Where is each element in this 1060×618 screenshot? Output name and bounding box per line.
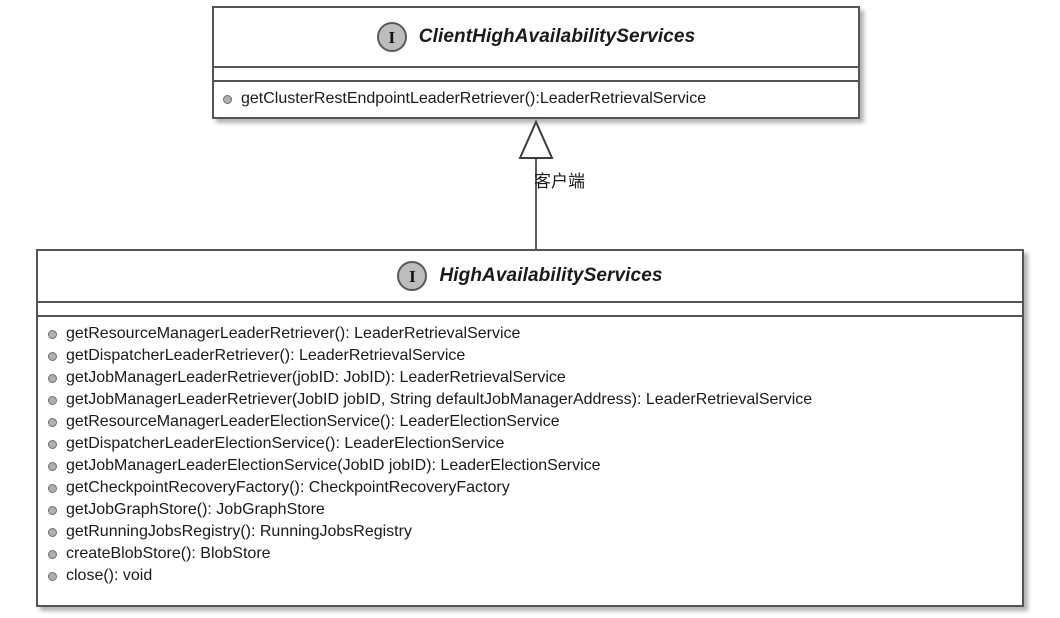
class-name: HighAvailabilityServices	[439, 265, 663, 286]
visibility-package-icon	[48, 527, 57, 537]
attributes-compartment	[214, 68, 858, 80]
methods-compartment: getResourceManagerLeaderRetriever(): Lea…	[38, 317, 1022, 593]
method-row[interactable]: getJobManagerLeaderElectionService(JobID…	[38, 455, 1022, 477]
uml-class-high-availability-services[interactable]: I HighAvailabilityServices getResourceMa…	[36, 249, 1024, 607]
method-label: getJobGraphStore(): JobGraphStore	[66, 501, 325, 518]
method-row[interactable]: getJobManagerLeaderRetriever(jobID: JobI…	[38, 367, 1022, 389]
method-label: getCheckpointRecoveryFactory(): Checkpoi…	[66, 479, 510, 496]
method-row[interactable]: getJobManagerLeaderRetriever(JobID jobID…	[38, 389, 1022, 411]
visibility-package-icon	[48, 395, 57, 405]
method-row[interactable]: getCheckpointRecoveryFactory(): Checkpoi…	[38, 477, 1022, 499]
visibility-package-icon	[48, 505, 57, 515]
method-label: getClusterRestEndpointLeaderRetriever():…	[241, 90, 707, 107]
visibility-package-icon	[48, 461, 57, 471]
method-label: getJobManagerLeaderRetriever(jobID: JobI…	[66, 369, 566, 386]
method-row[interactable]: getDispatcherLeaderElectionService(): Le…	[38, 433, 1022, 455]
method-label: getRunningJobsRegistry(): RunningJobsReg…	[66, 523, 412, 540]
visibility-package-icon	[223, 94, 232, 104]
method-row[interactable]: getResourceManagerLeaderElectionService(…	[38, 411, 1022, 433]
method-label: getDispatcherLeaderRetriever(): LeaderRe…	[66, 347, 466, 364]
hollow-triangle-arrowhead	[518, 119, 554, 159]
header-attributes-divider	[214, 66, 858, 68]
class-name: ClientHighAvailabilityServices	[418, 26, 696, 47]
uml-class-client-high-availability-services[interactable]: I ClientHighAvailabilityServices getClus…	[212, 6, 860, 119]
visibility-package-icon	[48, 439, 57, 449]
method-label: createBlobStore(): BlobStore	[66, 545, 271, 562]
interface-icon: I	[397, 261, 428, 291]
method-label: getJobManagerLeaderRetriever(JobID jobID…	[66, 391, 813, 408]
class-header: I HighAvailabilityServices	[38, 251, 1022, 301]
visibility-package-icon	[48, 483, 57, 493]
method-row[interactable]: getResourceManagerLeaderRetriever(): Lea…	[38, 323, 1022, 345]
method-row[interactable]: getDispatcherLeaderRetriever(): LeaderRe…	[38, 345, 1022, 367]
visibility-package-icon	[48, 417, 57, 427]
relationship-label: 客户端	[534, 172, 585, 192]
class-header: I ClientHighAvailabilityServices	[214, 8, 858, 66]
method-label: getResourceManagerLeaderElectionService(…	[66, 413, 560, 430]
visibility-package-icon	[48, 571, 57, 581]
header-attributes-divider	[38, 301, 1022, 303]
visibility-package-icon	[48, 373, 57, 383]
method-row[interactable]: getJobGraphStore(): JobGraphStore	[38, 499, 1022, 521]
method-label: getJobManagerLeaderElectionService(JobID…	[66, 457, 601, 474]
method-row[interactable]: createBlobStore(): BlobStore	[38, 543, 1022, 565]
visibility-package-icon	[48, 351, 57, 361]
methods-compartment: getClusterRestEndpointLeaderRetriever():…	[214, 82, 858, 116]
attributes-compartment	[38, 303, 1022, 315]
attributes-methods-divider	[38, 315, 1022, 317]
method-label: close(): void	[66, 567, 153, 584]
method-row[interactable]: getClusterRestEndpointLeaderRetriever():…	[214, 82, 858, 116]
visibility-package-icon	[48, 329, 57, 339]
method-row[interactable]: getRunningJobsRegistry(): RunningJobsReg…	[38, 521, 1022, 543]
interface-icon: I	[376, 22, 407, 52]
attributes-methods-divider	[214, 80, 858, 82]
method-row[interactable]: close(): void	[38, 565, 1022, 587]
visibility-package-icon	[48, 549, 57, 559]
method-label: getResourceManagerLeaderRetriever(): Lea…	[66, 325, 521, 342]
method-label: getDispatcherLeaderElectionService(): Le…	[66, 435, 505, 452]
